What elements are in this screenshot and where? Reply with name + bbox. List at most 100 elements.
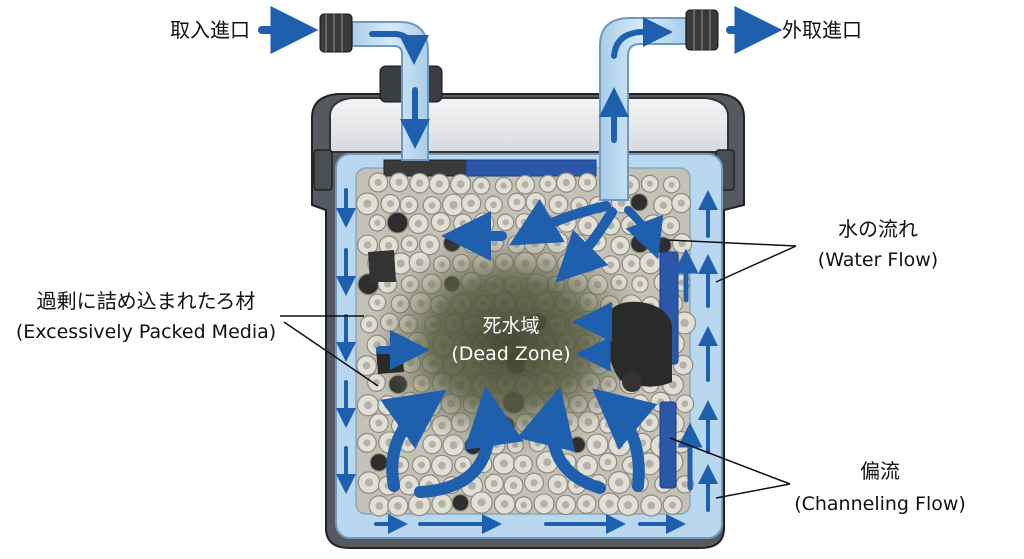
media-ring-hole xyxy=(477,182,485,189)
media-ring-hole xyxy=(636,400,644,407)
media-ring-hole xyxy=(646,180,654,187)
flow-arrows xyxy=(258,6,783,534)
media-ring-hole xyxy=(437,461,446,470)
media-ring-hole xyxy=(425,240,434,249)
media-ring-hole xyxy=(438,500,446,508)
media-ring-hole xyxy=(404,439,412,447)
intake-connector xyxy=(319,13,353,53)
media-ring-hole xyxy=(502,219,509,226)
water-flow-label-ja: 水の流れ xyxy=(838,217,918,241)
media-ring-hole xyxy=(490,479,498,487)
media-ring-hole xyxy=(647,501,656,510)
media-ring-hole xyxy=(649,220,657,229)
media-ring-hole xyxy=(645,459,654,469)
media-ring-hole xyxy=(677,199,685,207)
side-sponge-lower xyxy=(659,401,677,489)
media-ring-hole xyxy=(679,361,687,369)
media-ring-hole xyxy=(449,200,458,210)
media-ring-hole xyxy=(520,218,528,226)
media-ring-hole xyxy=(593,440,602,449)
media-ring-hole xyxy=(384,401,392,410)
media-ring-hole xyxy=(668,181,675,188)
media-ring-hole xyxy=(666,222,674,230)
media-ring-hole xyxy=(500,182,507,190)
media-ring-hole xyxy=(362,361,371,370)
media-ring-hole xyxy=(584,221,592,230)
media-ring-hole xyxy=(375,502,384,510)
media-ring-hole xyxy=(405,201,413,209)
media-ring-hole xyxy=(646,258,655,268)
media-ball xyxy=(630,193,649,212)
media-ring-hole xyxy=(605,499,614,509)
outlet-label: 外取進口 xyxy=(782,18,862,42)
media-ring-hole xyxy=(624,501,633,510)
media-ring-hole xyxy=(582,461,591,470)
media-ring-hole xyxy=(532,198,540,207)
charcoal-chunks xyxy=(368,250,672,392)
media-ring-hole xyxy=(363,241,372,249)
media-ring-hole xyxy=(627,221,635,229)
media-ring-hole xyxy=(365,321,373,328)
media-ring-hole xyxy=(467,481,476,490)
media-ring-hole xyxy=(575,202,583,209)
media-ring-hole xyxy=(374,178,382,187)
media-ring-hole xyxy=(385,241,393,250)
media-ring-hole xyxy=(554,480,562,489)
media-ring-hole xyxy=(540,500,548,508)
media-ring-hole xyxy=(583,178,591,186)
media-ring-hole xyxy=(543,458,552,467)
media-ring-hole xyxy=(435,180,444,188)
media-ring-hole xyxy=(681,481,689,488)
dead-zone-label-en: (Dead Zone) xyxy=(451,343,570,365)
media-ring-hole xyxy=(490,201,497,209)
media-ring-hole xyxy=(616,242,624,250)
outlet-pipe-flow xyxy=(611,17,673,59)
media-ring-hole xyxy=(604,458,612,466)
media-ball xyxy=(386,211,409,234)
packed-media-label-en: (Excessively Packed Media) xyxy=(16,321,276,343)
media-ring-hole xyxy=(519,460,527,468)
filter-lid xyxy=(329,97,729,153)
media-ring-hole xyxy=(678,279,685,286)
media-ring-hole xyxy=(562,178,570,187)
media-ring-hole xyxy=(456,180,465,189)
media-ball xyxy=(369,453,389,472)
media-ring-hole xyxy=(477,498,486,507)
media-ring-hole xyxy=(530,479,538,487)
media-ring-hole xyxy=(562,501,570,509)
media-ring-hole xyxy=(459,461,467,469)
left-latch xyxy=(313,149,333,191)
media-ring-hole xyxy=(544,180,552,188)
inlet-label: 取入進口 xyxy=(170,18,250,42)
media-ball xyxy=(451,493,470,512)
media-ring-hole xyxy=(659,201,667,210)
media-ring-hole xyxy=(394,502,402,510)
media-ring-hole xyxy=(406,240,413,247)
media-ring-hole xyxy=(467,199,475,207)
media-ring-hole xyxy=(668,501,677,509)
media-ring-hole xyxy=(680,318,689,328)
media-ring-hole xyxy=(418,461,425,469)
media-ring-hole xyxy=(479,219,488,227)
media-ring-hole xyxy=(513,198,521,206)
media-ring-hole xyxy=(415,500,424,509)
media-ring-hole xyxy=(364,401,373,410)
media-ring-hole xyxy=(386,200,394,208)
water-flow-label-en: (Water Flow) xyxy=(818,249,938,271)
top-sponge-pad xyxy=(465,159,597,177)
dead-zone-label-ja: 死水域 xyxy=(482,315,539,337)
media-ring-hole xyxy=(414,219,423,228)
media-ring-hole xyxy=(669,380,677,389)
media-ring-hole xyxy=(681,400,689,408)
media-ring-hole xyxy=(617,199,626,207)
media-ring-hole xyxy=(428,202,436,209)
media-ring-hole xyxy=(363,439,371,447)
media-ring-hole xyxy=(364,478,374,487)
media-ring-hole xyxy=(363,199,372,208)
media-ring-hole xyxy=(627,260,636,268)
media-ring-hole xyxy=(521,181,529,189)
media-ring-hole xyxy=(396,259,405,268)
media-ring-hole xyxy=(645,418,653,426)
media-ring-hole xyxy=(405,481,413,489)
